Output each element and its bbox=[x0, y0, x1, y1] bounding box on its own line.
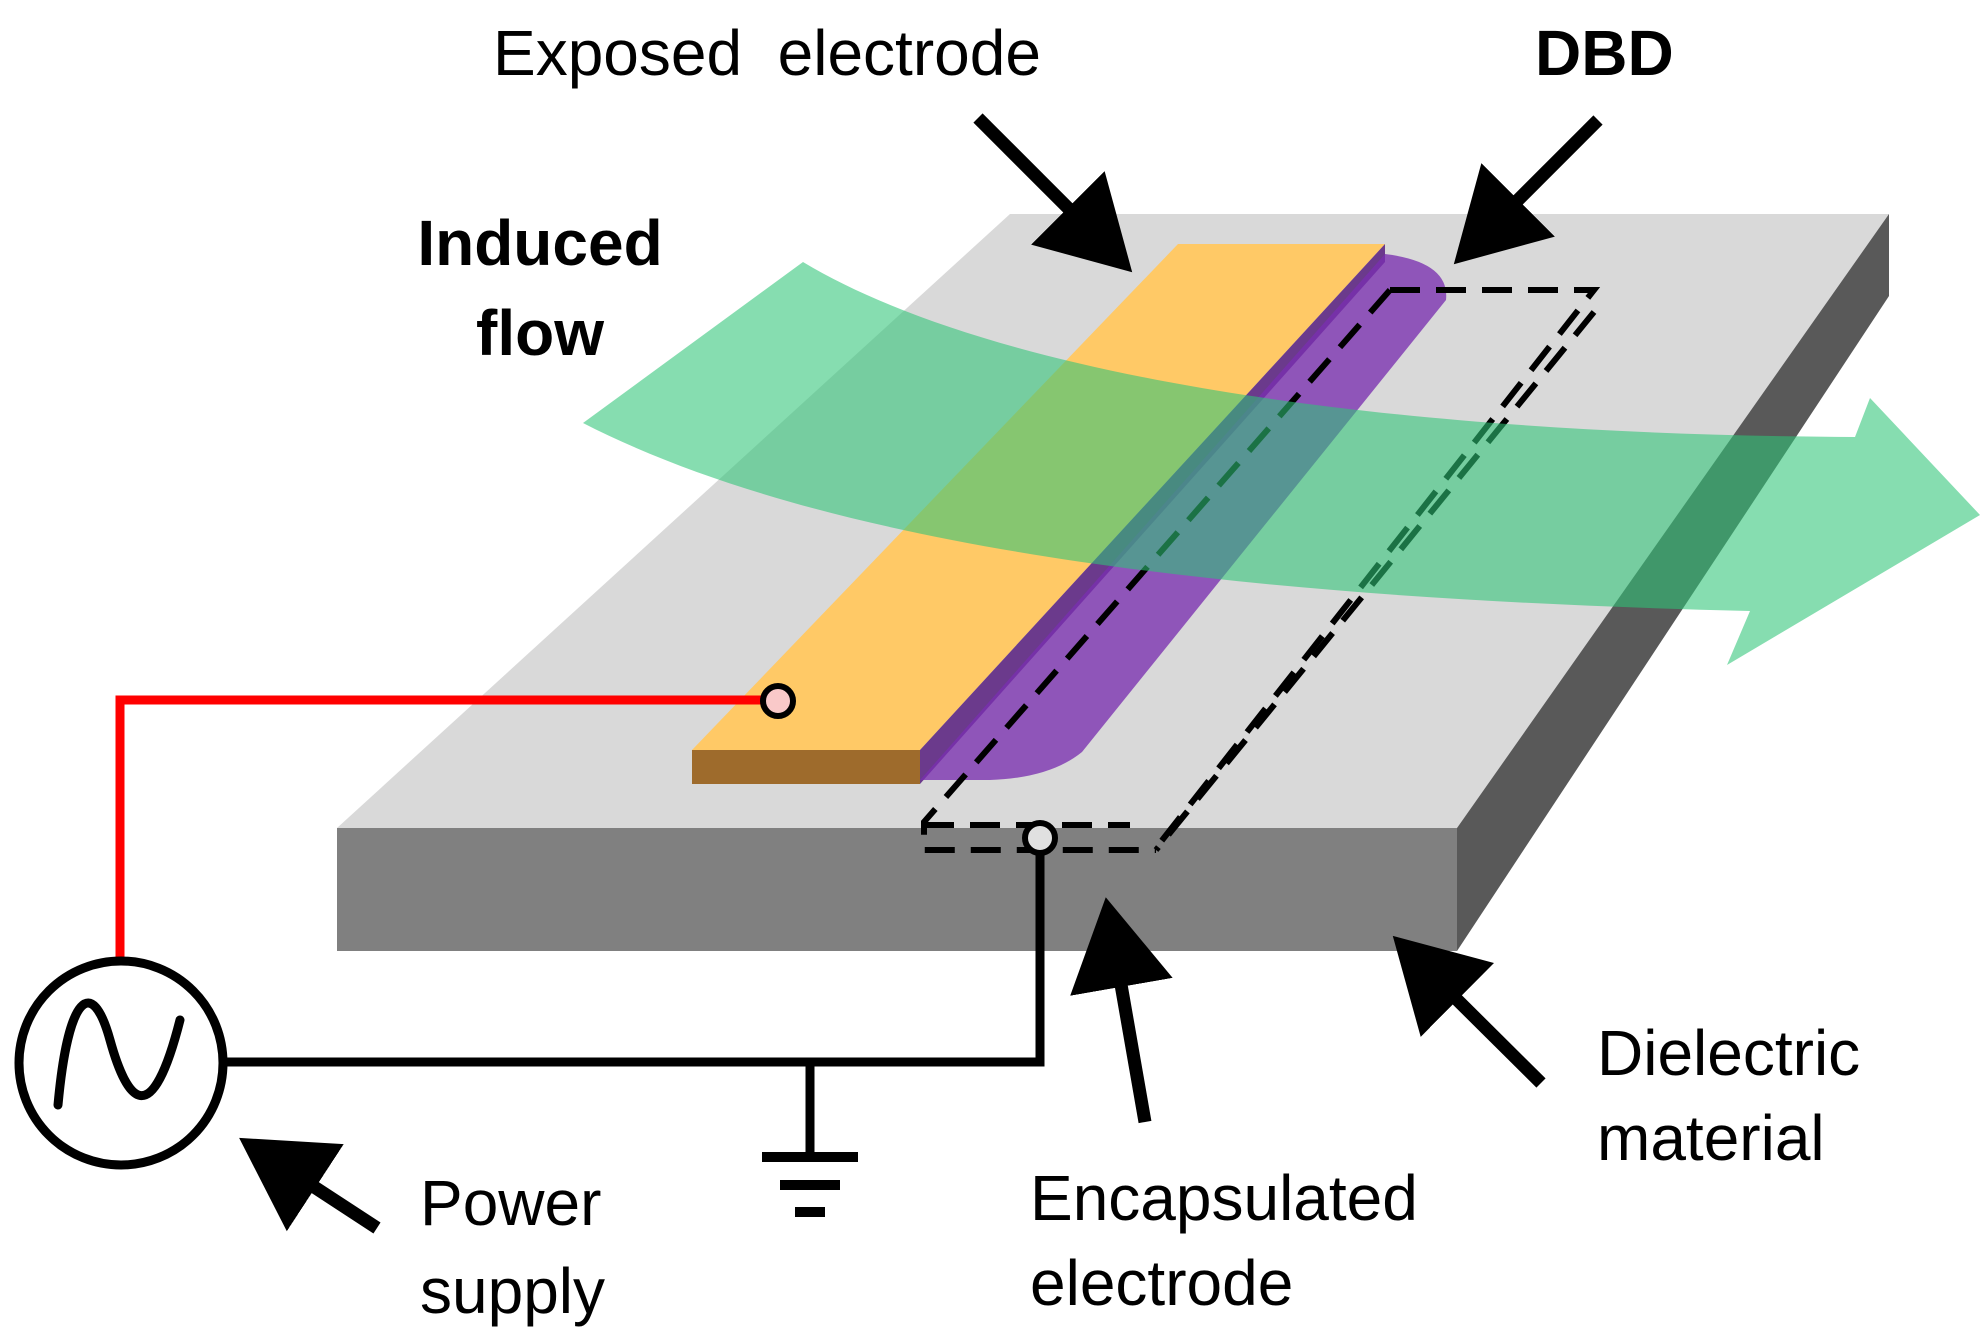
dielectric-material-label-line1: Dielectric bbox=[1597, 1017, 1860, 1089]
power-supply-label-line1: Power bbox=[420, 1167, 601, 1239]
dbd-label: DBD bbox=[1535, 17, 1674, 89]
dielectric-material-label-line2: material bbox=[1597, 1102, 1825, 1174]
ground-wire bbox=[223, 838, 1045, 1067]
exposed-electrode-front bbox=[692, 750, 920, 784]
encapsulated-electrode-label-line2: electrode bbox=[1030, 1247, 1293, 1319]
dielectric-front-face bbox=[337, 828, 1457, 951]
high-voltage-wire bbox=[115, 695, 778, 958]
induced-flow-label-line2: flow bbox=[476, 297, 604, 369]
ground-symbol-icon bbox=[762, 1152, 858, 1217]
exposed-electrode-pointer-arrow bbox=[973, 113, 1133, 273]
wiring bbox=[115, 695, 1045, 1155]
power-supply-label-line2: supply bbox=[420, 1255, 605, 1327]
encapsulated-electrode-label-line1: Encapsulated bbox=[1030, 1162, 1418, 1234]
encapsulated-electrode-far-edge bbox=[1153, 287, 1601, 850]
induced-flow-label-line1: Induced bbox=[417, 207, 662, 279]
encapsulated-electrode-terminal bbox=[1022, 820, 1058, 856]
encapsulated-electrode-pointer-arrow bbox=[1070, 897, 1173, 1124]
dielectric-pointer-arrow bbox=[1392, 935, 1546, 1088]
pointer-arrows bbox=[239, 113, 1603, 1234]
power-supply-pointer-arrow bbox=[239, 1137, 381, 1234]
sine-wave-icon bbox=[53, 998, 185, 1110]
exposed-electrode-terminal bbox=[760, 683, 796, 719]
exposed-electrode-label: Exposed electrode bbox=[493, 17, 1041, 89]
induced-flow-arrow bbox=[583, 262, 1980, 665]
dbd-pointer-arrow bbox=[1453, 115, 1603, 265]
ac-sine-source-icon bbox=[14, 956, 228, 1170]
